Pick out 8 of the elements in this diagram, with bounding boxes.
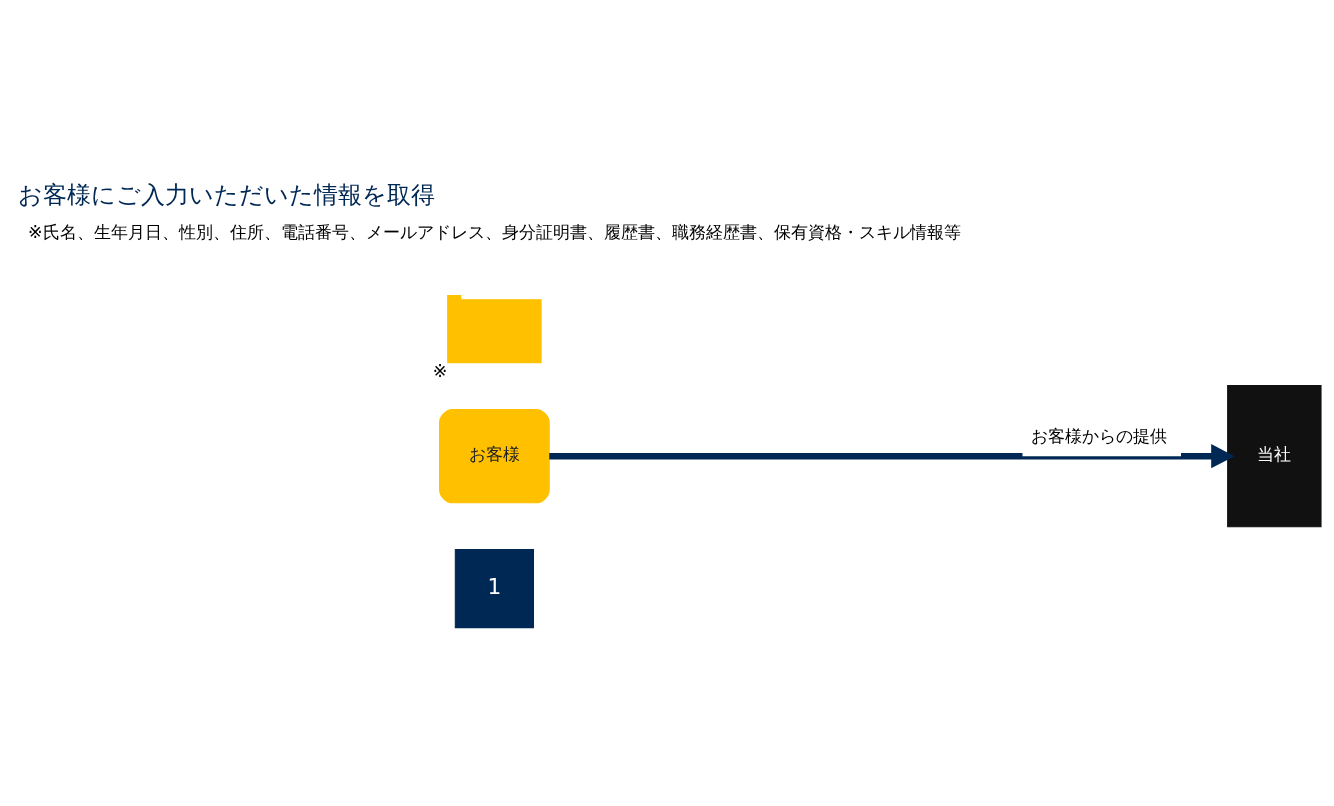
node-label: ※	[432, 360, 448, 381]
label: ※氏名、生年月日、性別、住所、電話番号、メールアドレス、身分証明書、履歴書、職務経歴書、保有資格・スキル情報等	[28, 221, 961, 242]
edge-label: お客様からの提供	[1031, 425, 1168, 446]
node-box: 1	[454, 548, 535, 628]
diagram-title: お客様にご入力いただいた情報を取得	[17, 180, 435, 209]
arrow	[549, 443, 1235, 468]
node-box: 当社	[1227, 384, 1322, 527]
node-box: お客様	[439, 408, 550, 503]
